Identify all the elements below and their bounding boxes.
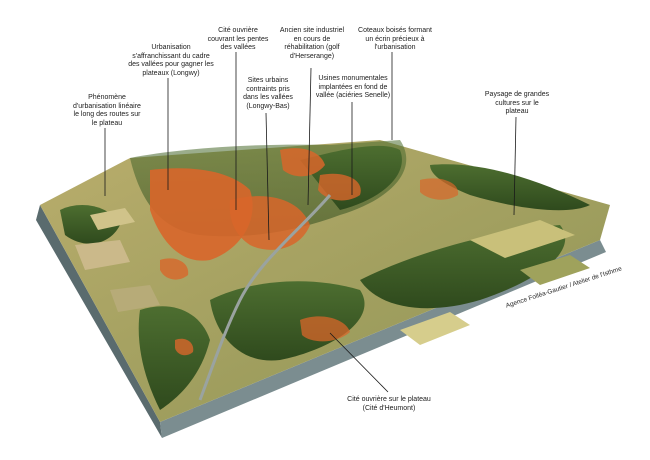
label-sites-urbains: Sites urbains contraints pris dans les v… xyxy=(243,77,293,110)
label-cite-pentes: Cité ouvrière couvrant les pentes des va… xyxy=(207,27,269,51)
label-linear-urbanisation: Phénomène d'urbanisation linéaire le lon… xyxy=(73,94,141,127)
field-patches xyxy=(75,208,590,345)
label-urbanisation-plateaux: Urbanisation s'affranchissant du cadre d… xyxy=(128,44,214,77)
valley-road xyxy=(198,194,332,401)
label-usines: Usines monumentales implantées en fond d… xyxy=(315,75,391,99)
label-paysage: Paysage de grandes cultures sur le plate… xyxy=(484,91,550,115)
label-coteaux: Coteaux boisés formant un écrin précieux… xyxy=(358,27,432,51)
block-left-side xyxy=(36,205,162,438)
urban-areas xyxy=(150,148,459,356)
label-cite-plateau: Cité ouvrière sur le plateau (Cité d'Heu… xyxy=(347,396,431,412)
label-ancien-site: Ancien site industriel en cours de réhab… xyxy=(279,27,345,60)
leader-lines xyxy=(104,52,517,393)
